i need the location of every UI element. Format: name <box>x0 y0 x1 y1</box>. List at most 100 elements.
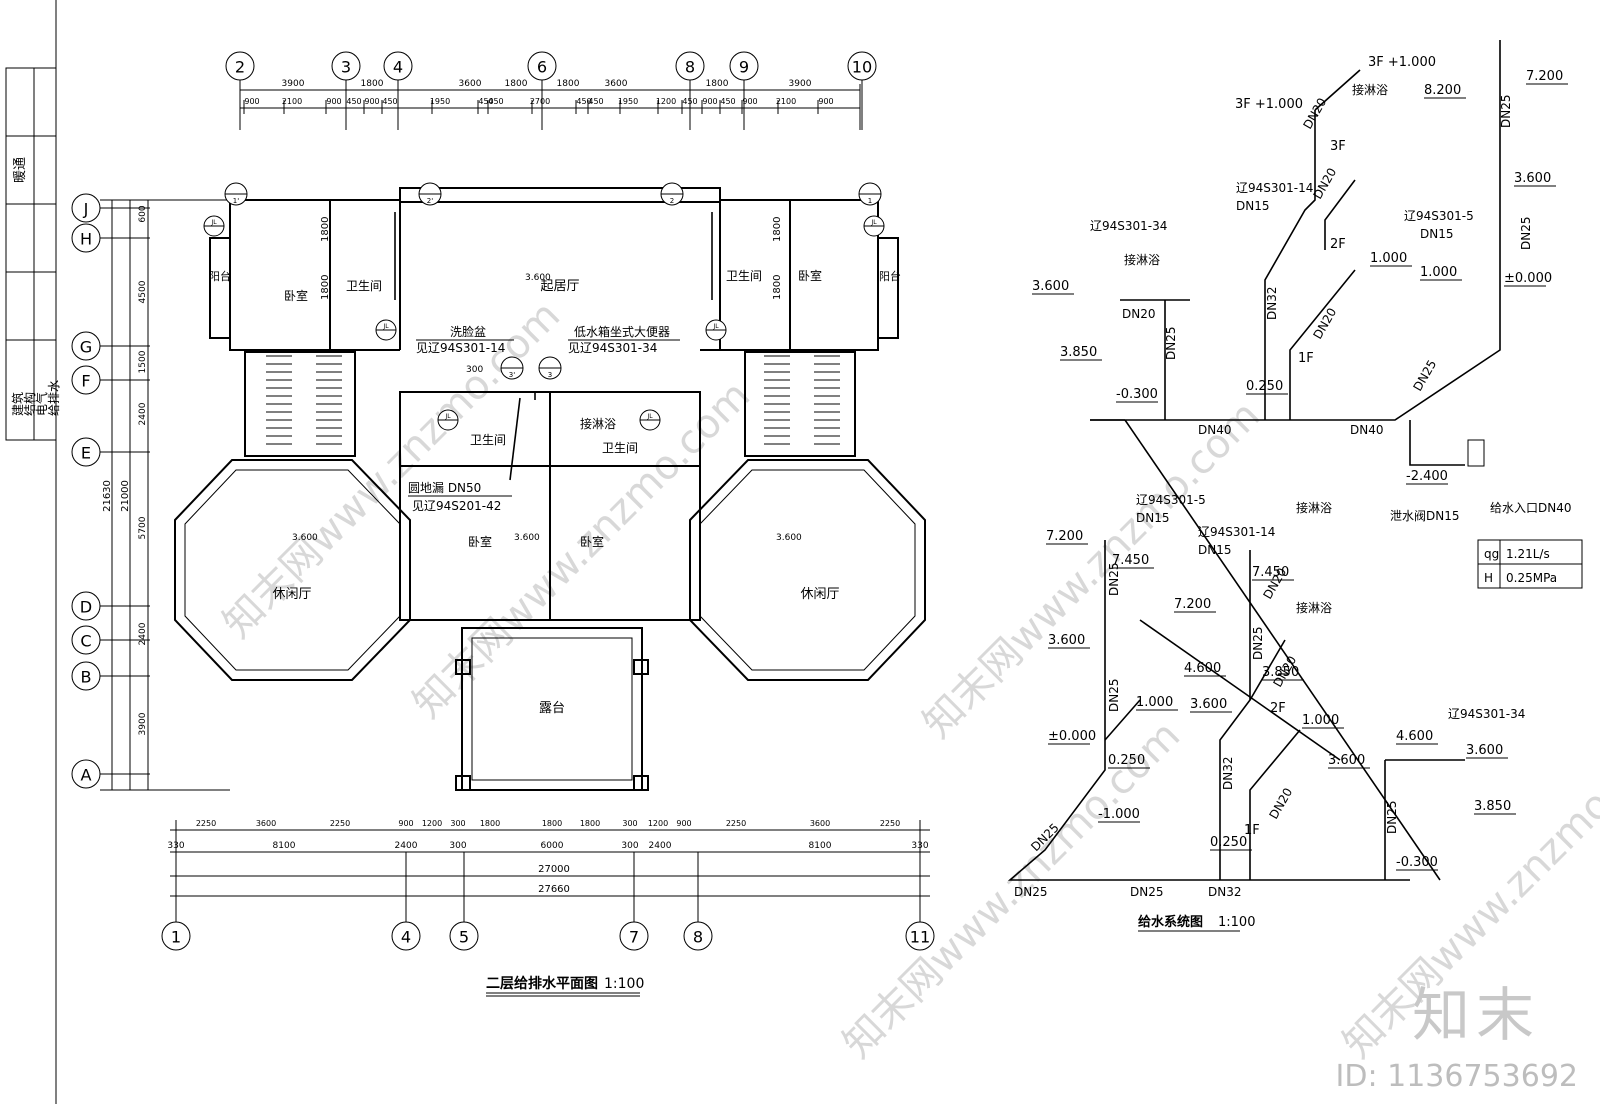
jl-tag: JL <box>705 319 727 341</box>
dim-bottom-row2: 6000 <box>541 841 564 851</box>
system-scale: 1:100 <box>1218 915 1255 930</box>
strip-label-elec: 电气 <box>34 392 49 416</box>
axis-bubble-bottom-5: 5 <box>449 921 479 951</box>
dim-top-minor: 2100 <box>282 97 302 106</box>
axis-bubble-top-9: 9 <box>729 51 759 81</box>
lbl-2f-low: 2F <box>1270 701 1286 716</box>
bottom-total-outer: 27660 <box>538 884 570 895</box>
room-bathroom-right: 卫生间 <box>726 269 762 283</box>
system-elevation: 3.600 <box>1032 279 1069 294</box>
axis-bubble-left-F-label: F <box>81 371 90 390</box>
dim-top-major: 1800 <box>706 79 729 89</box>
dim-bath-1800d: 1800 <box>772 275 783 300</box>
dim-top-minor: 900 <box>326 97 341 106</box>
lbl-dn25-low-c: DN25 <box>1251 627 1265 661</box>
room-bedroom-left: 卧室 <box>284 288 308 303</box>
axis-bubble-bottom-7: 7 <box>619 921 649 951</box>
axis-bubble-left-G: G <box>71 331 101 361</box>
system-elevation: 7.200 <box>1174 597 1211 612</box>
axis-bubble-left-B: B <box>71 661 101 691</box>
left-dimensions <box>100 199 230 791</box>
lbl-dn25-mid: DN25 <box>1519 217 1533 251</box>
lbl-dn15-low2: DN15 <box>1198 543 1232 557</box>
lbl-3f-mid: 3F <box>1330 139 1346 154</box>
system-elevation: 8.200 <box>1424 83 1461 98</box>
lbl-inlet: 给水入口DN40 <box>1490 501 1572 515</box>
system-elevations: 8.2007.2003.6003.6003.8501.0001.000±0.00… <box>1032 69 1568 871</box>
dim-bottom-row2: 2400 <box>649 841 672 851</box>
dim-top-major: 3600 <box>605 79 628 89</box>
system-elevation: 7.450 <box>1112 553 1149 568</box>
lbl-dn20-c: DN20 <box>1300 95 1329 131</box>
axis-bubble-left-F: F <box>71 365 101 395</box>
axis-bubble-top-3: 3 <box>331 51 361 81</box>
lbl-dn25-b2: DN25 <box>1130 885 1164 899</box>
axis-bubble-left-C-label: C <box>80 631 91 650</box>
strip-label-hvac: 暖通 <box>13 157 28 183</box>
lbl-shower-low1: 接淋浴 <box>1296 500 1332 515</box>
jl-tag-label: JL <box>444 413 451 420</box>
dim-bottom-row1: 1800 <box>480 819 500 828</box>
axis-bubble-left-D-label: D <box>80 597 92 616</box>
system-elevation: 0.250 <box>1108 753 1145 768</box>
axis-bubble-bottom-5-label: 5 <box>459 927 469 946</box>
lbl-dn40-b: DN40 <box>1350 423 1384 437</box>
lbl-dn20-d: DN20 <box>1310 305 1339 341</box>
dim-top-major: 1800 <box>557 79 580 89</box>
plan-scale: 1:100 <box>604 976 644 992</box>
dim-top-minor: 450 <box>720 97 735 106</box>
room-bedroom-center-left: 卧室 <box>468 534 492 549</box>
dim-left: 1500 <box>138 350 148 373</box>
lbl-dn32-b: DN32 <box>1208 885 1242 899</box>
dim-top-minor: 450 <box>382 97 397 106</box>
system-elevation: ±0.000 <box>1048 729 1096 744</box>
axis-bubble-bottom-8: 8 <box>683 921 713 951</box>
axis-bubble-bottom-8-label: 8 <box>693 927 703 946</box>
dim-top-minor: 450 <box>588 97 603 106</box>
jl-tag: JL <box>863 215 885 237</box>
dim-bottom-row2: 330 <box>167 841 184 851</box>
dim-bottom-row1: 900 <box>676 819 691 828</box>
system-elevation: 3.600 <box>1328 753 1365 768</box>
lbl-dn32-low: DN32 <box>1221 757 1235 791</box>
plan-notes: 洗脸盆 见辽94S301-14 低水箱坐式大便器 见辽94S301-34 接淋浴… <box>320 217 783 513</box>
jl-tag: JL <box>375 319 397 341</box>
dim-left: 2400 <box>138 622 148 645</box>
table-val-h: 0.25MPa <box>1506 571 1557 585</box>
dim-bottom-row1: 1200 <box>422 819 442 828</box>
wl-tag: 2' <box>418 182 442 206</box>
dim-bottom-row1: 900 <box>398 819 413 828</box>
system-elevation: -1.000 <box>1098 807 1140 822</box>
title-strip: 暖通 建筑 结构 电气 给排水 <box>5 0 61 1104</box>
note-basin: 洗脸盆 <box>450 325 486 339</box>
strip-label-struct: 结构 <box>22 392 37 416</box>
note-shower: 接淋浴 <box>580 416 616 431</box>
dim-bottom-row2: 330 <box>911 841 928 851</box>
system-elevation: 3.850 <box>1474 799 1511 814</box>
lbl-dn15-right: DN15 <box>1420 227 1454 241</box>
dim-top-minor: 450 <box>346 97 361 106</box>
axis-bubble-top-8: 8 <box>675 51 705 81</box>
dim-top-minor: 900 <box>742 97 757 106</box>
axis-bubble-left-D: D <box>71 591 101 621</box>
dim-top-major: 3900 <box>282 79 305 89</box>
wl-tag-label: 3 <box>548 371 552 379</box>
lbl-1f-low: 1F <box>1244 823 1260 838</box>
dim-bottom-row1: 3600 <box>810 819 830 828</box>
wl-tag-label: 3' <box>509 371 515 379</box>
axis-bubble-left-C: C <box>71 625 101 655</box>
jl-tag: JL <box>639 409 661 431</box>
lbl-1f-top: 1F <box>1298 351 1314 366</box>
system-elevation: 4.600 <box>1396 729 1433 744</box>
dim-top-minor: 900 <box>818 97 833 106</box>
lbl-ref34-low: 辽94S301-34 <box>1448 707 1525 721</box>
room-bathroom-center-right: 卫生间 <box>602 441 638 455</box>
axis-bubble-left-E: E <box>71 437 101 467</box>
room-bedroom-right: 卧室 <box>798 268 822 283</box>
axis-bubble-left-B-label: B <box>80 667 91 686</box>
